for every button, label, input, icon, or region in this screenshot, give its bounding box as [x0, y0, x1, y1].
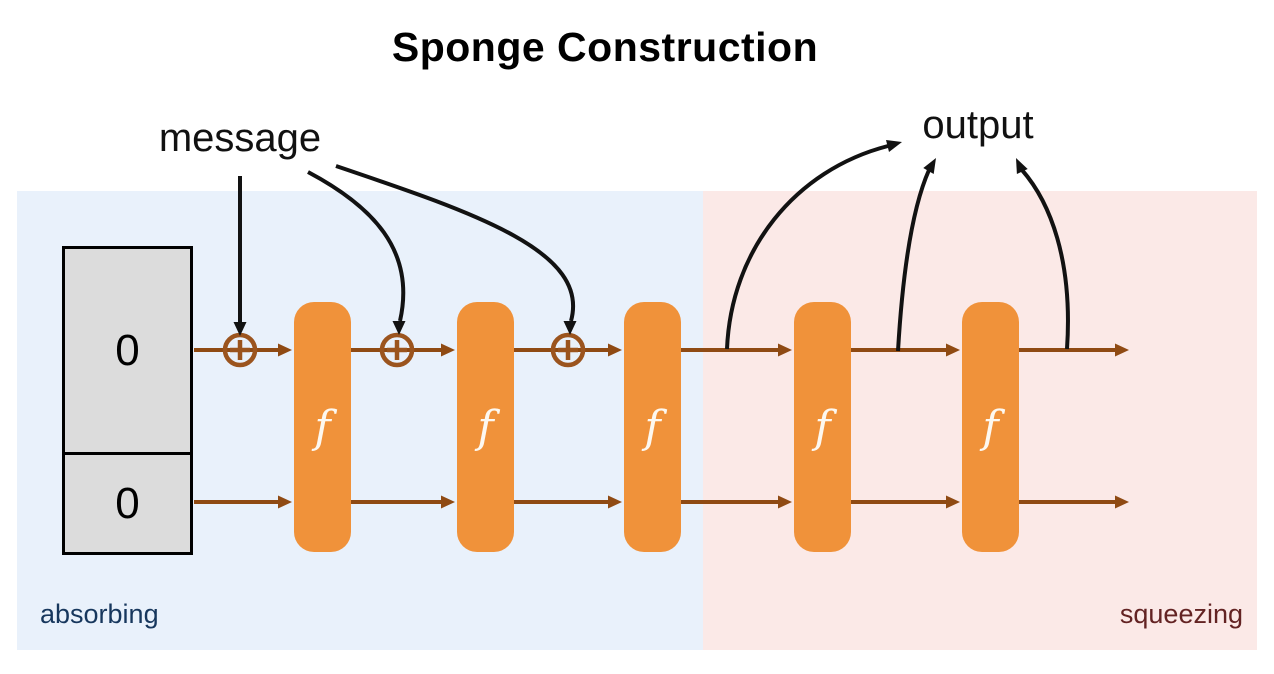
message-label: message — [158, 116, 322, 160]
absorbing-caption: absorbing — [40, 599, 159, 629]
f-block-3: f — [624, 302, 681, 552]
f-block-4: f — [794, 302, 851, 552]
squeezing-caption: squeezing — [1119, 599, 1243, 629]
f-block-2: f — [457, 302, 514, 552]
f-block-1: f — [294, 302, 351, 552]
state-cell-rate: 0 — [62, 246, 193, 455]
output-label: output — [922, 103, 1034, 147]
page-title: Sponge Construction — [391, 24, 819, 70]
f-block-5: f — [962, 302, 1019, 552]
state-cell-capacity: 0 — [62, 452, 193, 555]
